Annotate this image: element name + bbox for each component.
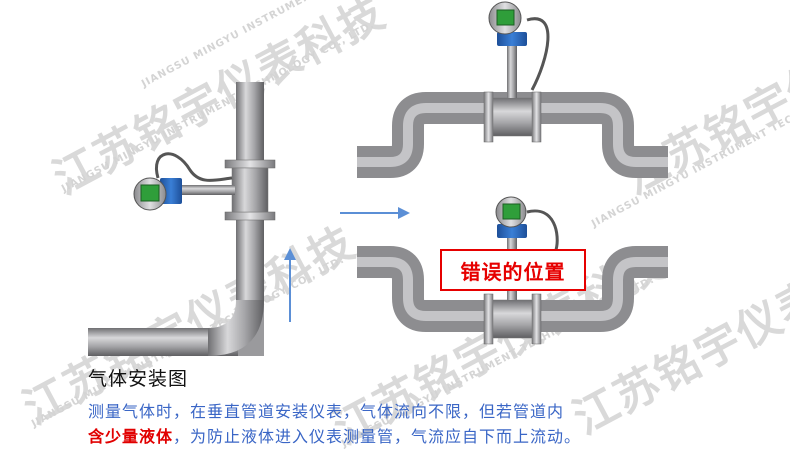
description-line-2-rest: ，为防止液体进入仪表测量管，气流应自下而上流动。 — [173, 427, 582, 446]
flow-arrow-up — [284, 248, 296, 322]
vertical-pipe — [88, 82, 264, 356]
flow-arrow-right — [340, 207, 410, 219]
upper-flowmeter — [483, 1, 550, 143]
description-highlight: 含少量液体 — [88, 427, 174, 446]
description-line-2: 含少量液体，为防止液体进入仪表测量管，气流应自下而上流动。 — [88, 423, 581, 447]
wrong-position-label: 错误的位置 — [460, 259, 566, 284]
vertical-flowmeter — [133, 152, 276, 221]
wrong-position-box: 错误的位置 — [440, 249, 586, 291]
diagram-title: 气体安装图 — [88, 368, 189, 390]
description-line-1: 测量气体时，在垂直管道安装仪表，气体流向不限，但若管道内 — [88, 402, 565, 421]
